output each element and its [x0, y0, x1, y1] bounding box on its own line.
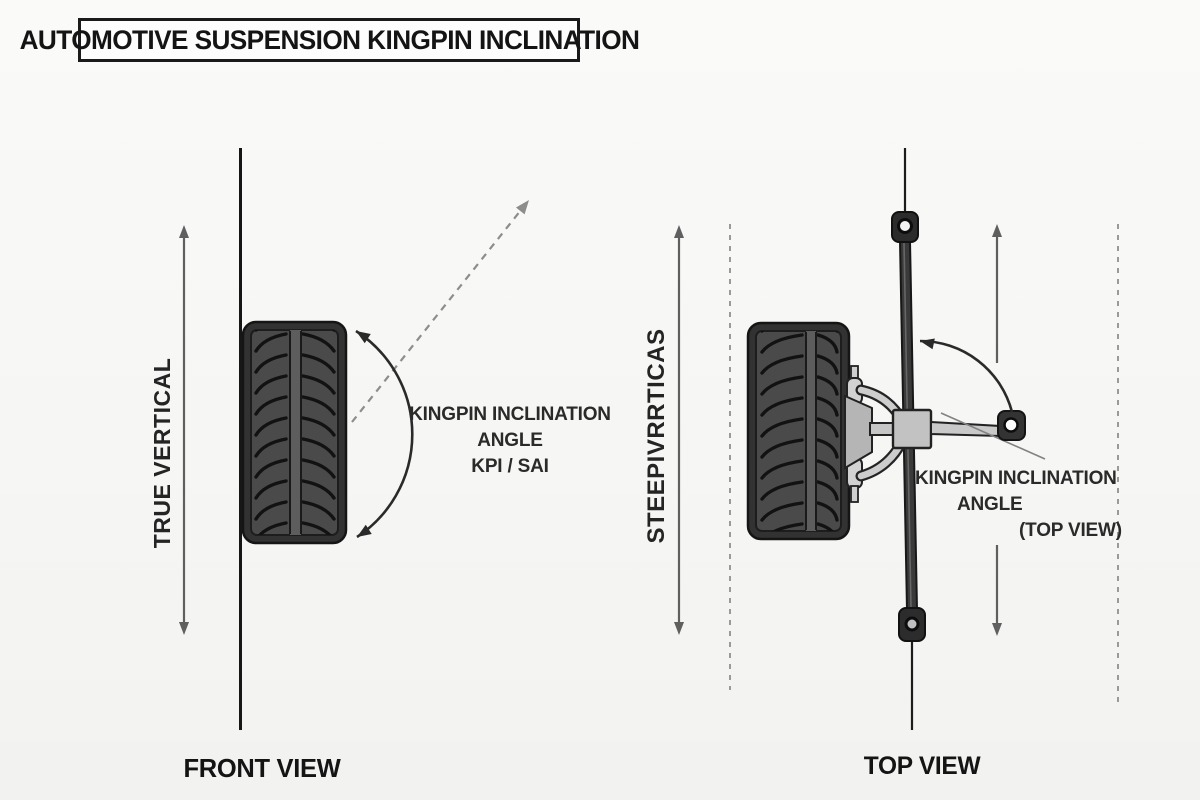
kingpin-angle-top-line3: (TOP VIEW): [1019, 520, 1122, 541]
angle-reference-line: [940, 412, 1046, 460]
kingpin-angle-label-top: KINGPIN INCLINATION ANGLE (TOP VIEW): [915, 466, 1122, 544]
kingpin-angle-front-line1: KINGPIN INCLINATION: [409, 404, 611, 425]
front-view-group: [179, 148, 529, 730]
tie-rod-end: [997, 410, 1026, 441]
bar-top-eyelet: [891, 211, 919, 243]
top-view-middle-arrows-icon: [992, 224, 1002, 636]
kingpin-angle-front-line2: ANGLE: [477, 430, 543, 451]
kingpin-angle-top-line1: KINGPIN INCLINATION: [915, 468, 1117, 489]
title-box: AUTOMOTIVE SUSPENSION KINGPIN INCLINATIO…: [19, 18, 639, 62]
front-view-caption: FRONT VIEW: [183, 753, 341, 783]
front-tire: [241, 320, 348, 545]
kingpin-angle-label-front: KINGPIN INCLINATION ANGLE KPI / SAI: [408, 402, 612, 480]
kingpin-angle-front-line3: KPI / SAI: [471, 456, 549, 477]
true-vertical-label: TRUE VERTICAL: [149, 357, 175, 549]
lower-bushing-stem: [850, 485, 859, 503]
pivot-block: [891, 408, 933, 450]
steering-knuckle: [844, 394, 873, 470]
page-title: AUTOMOTIVE SUSPENSION KINGPIN INCLINATIO…: [19, 24, 639, 55]
tire-groove-band: [806, 331, 816, 531]
steering-axis-label: STEEPIVRRTICAS: [643, 328, 670, 544]
kingpin-angle-top-line2: ANGLE: [957, 494, 1023, 515]
steering-axis-dashed-arrow-icon: [351, 200, 529, 423]
suspension-assembly: [844, 365, 1046, 503]
kingpin-angle-arc-top: [919, 338, 1014, 413]
bar-bottom-eyelet: [898, 607, 926, 642]
top-view-caption: TOP VIEW: [863, 752, 981, 780]
top-view-left-double-arrow-icon: [674, 225, 684, 635]
top-tire: [746, 321, 851, 541]
kingpin-angle-arc-front: [355, 329, 414, 539]
top-view-group: [674, 148, 1119, 730]
true-vertical-double-arrow-icon: [179, 225, 189, 635]
tire-center-groove: [290, 330, 301, 535]
